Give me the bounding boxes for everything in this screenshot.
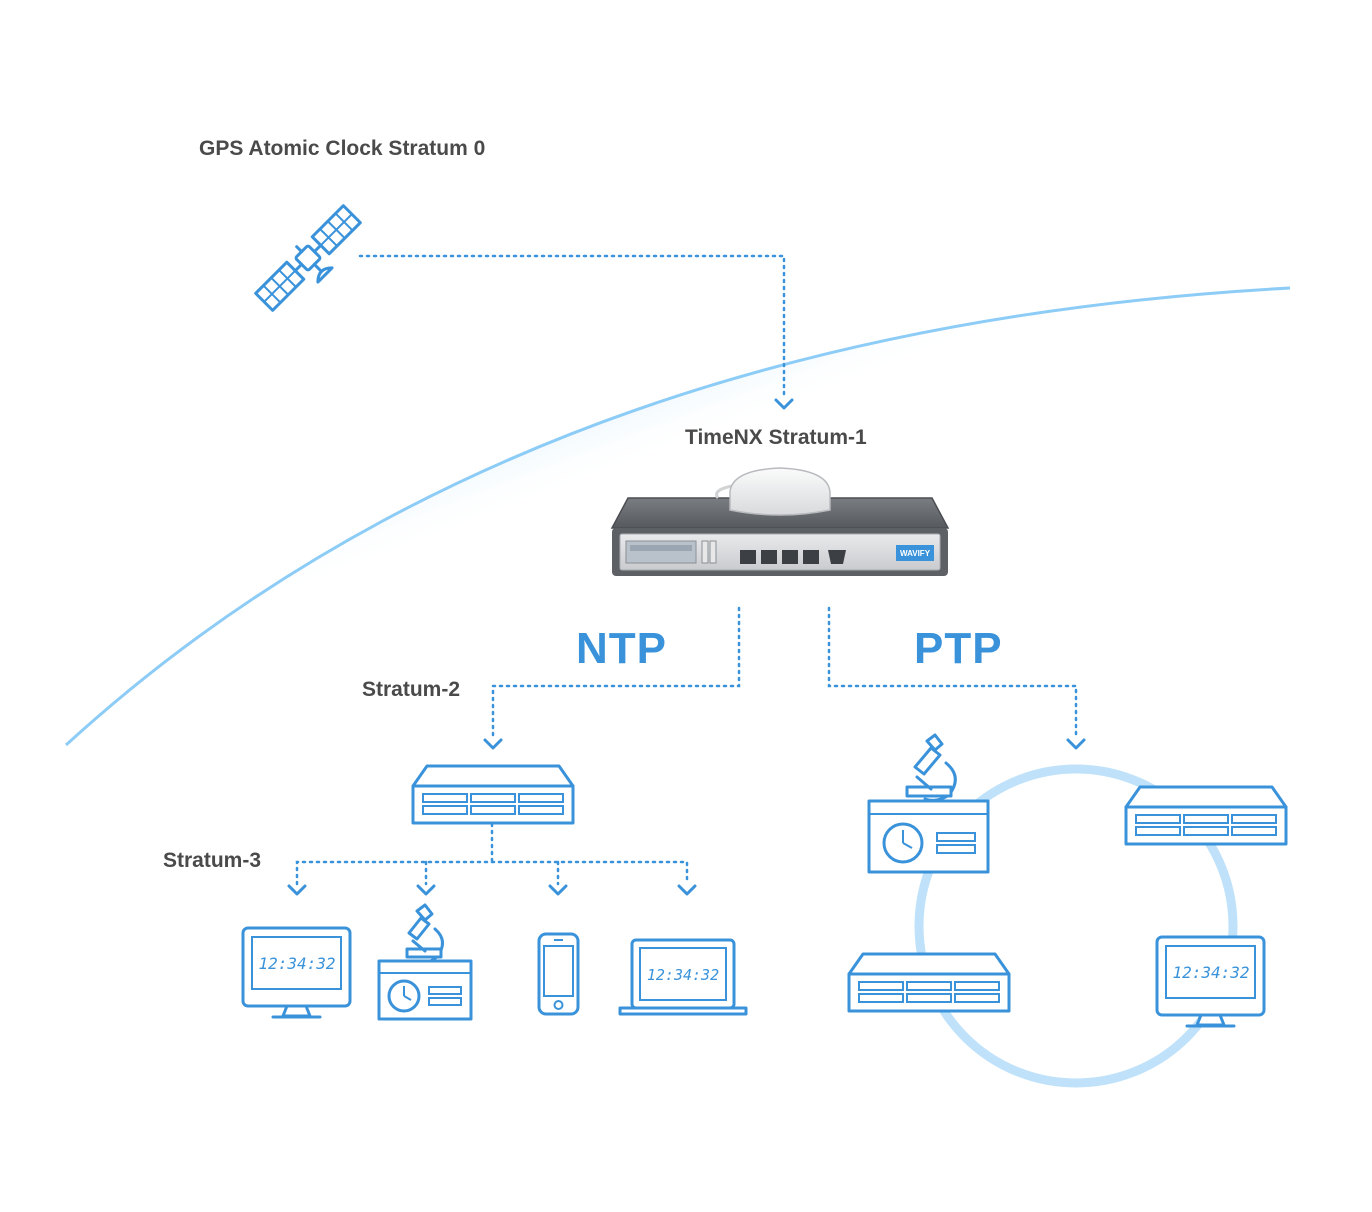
ptp-label: PTP	[914, 624, 1003, 673]
server-brand: WAVIFY	[900, 549, 931, 558]
stratum3-label: Stratum-3	[163, 849, 262, 872]
stratum1-label: TimeNX Stratum-1	[685, 426, 867, 449]
connectors	[295, 254, 1078, 886]
monitor-clock: 12:34:32	[258, 954, 335, 973]
laptop-clock: 12:34:32	[647, 966, 719, 984]
arrowheads	[287, 398, 1086, 896]
smartphone-icon	[537, 932, 580, 1016]
satellite-icon	[254, 204, 362, 312]
timenx-server-icon: WAVIFY	[610, 467, 950, 576]
lab-instrument-icon	[377, 903, 473, 1021]
network-switch-icon	[411, 764, 575, 825]
ntp-label: NTP	[576, 624, 667, 673]
gps-label: GPS Atomic Clock Stratum 0	[199, 137, 486, 160]
network-switch-icon	[1124, 785, 1288, 846]
atmosphere-arc	[66, 288, 1290, 780]
stratum2-label: Stratum-2	[362, 678, 461, 701]
monitor-clock: 12:34:32	[1172, 963, 1249, 982]
monitor-icon: 12:34:32	[1155, 935, 1266, 1028]
laptop-icon: 12:34:32	[618, 938, 748, 1016]
lab-instrument-icon	[867, 733, 990, 874]
network-switch-icon	[847, 952, 1011, 1013]
monitor-icon: 12:34:32	[241, 926, 352, 1019]
atmosphere-edge	[64, 286, 1291, 747]
ptp-ring	[914, 764, 1238, 1088]
